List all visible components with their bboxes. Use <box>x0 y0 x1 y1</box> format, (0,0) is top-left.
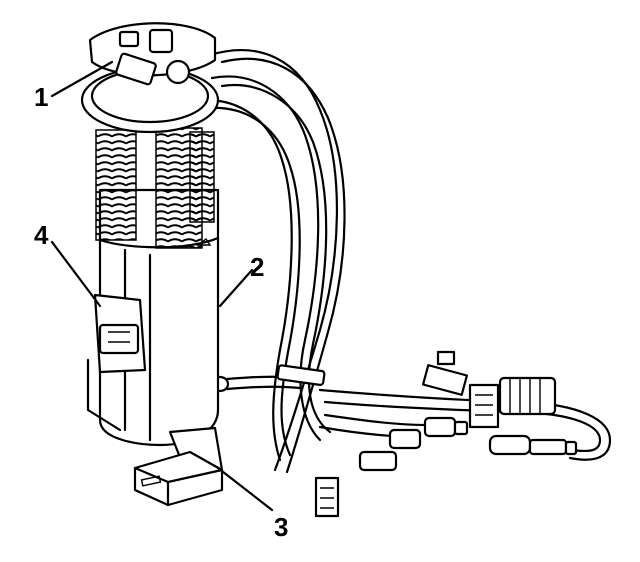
module-cover <box>80 22 220 134</box>
fuel-lines <box>198 49 612 474</box>
leader-lines <box>50 60 274 512</box>
callout-1: 1 <box>34 82 48 112</box>
callout-4: 4 <box>34 220 49 250</box>
callout-2: 2 <box>250 252 264 282</box>
float-and-arm <box>133 426 224 507</box>
coiled-lines <box>95 127 215 249</box>
harness-clamp <box>210 364 326 393</box>
fuel-level-sender <box>86 293 147 432</box>
tube-connectors <box>358 416 578 472</box>
electrical-connectors <box>314 350 557 518</box>
callout-3: 3 <box>274 512 288 542</box>
